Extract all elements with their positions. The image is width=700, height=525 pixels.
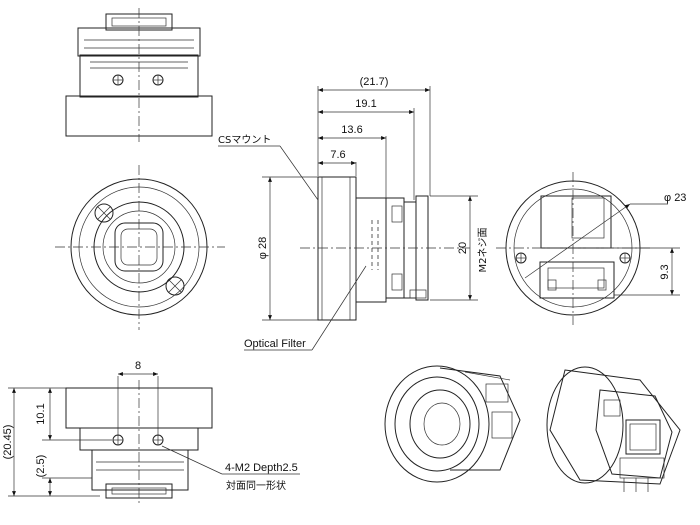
screw-icon bbox=[94, 203, 114, 223]
dim-20: 20 bbox=[457, 242, 469, 254]
bottom-view: 8 (20.45) 10.1 (2.5) 4-M2 Depth2.5 対面同一形… bbox=[2, 360, 300, 505]
screw-note: 4-M2 Depth2.5 bbox=[225, 462, 298, 474]
screw-icon bbox=[165, 276, 185, 296]
iso-front-lens bbox=[409, 389, 471, 459]
iso-rear-board bbox=[595, 389, 673, 479]
m2-screw-face-label: M2ネジ面 bbox=[477, 228, 489, 273]
dim-19-1: 19.1 bbox=[355, 98, 376, 110]
iso-front-ring bbox=[384, 365, 490, 483]
iso-rear-barrel bbox=[546, 366, 624, 484]
dim-10-1: 10.1 bbox=[35, 403, 47, 424]
rear-connector-board bbox=[539, 261, 615, 299]
iso-view-rear bbox=[546, 366, 681, 492]
cs-mount-label: CSマウント bbox=[218, 134, 271, 146]
dim-phi-23: φ 23 bbox=[664, 192, 686, 204]
rear-view: φ 23 9.3 bbox=[496, 172, 686, 325]
bottom-view-board bbox=[91, 449, 189, 491]
front-view bbox=[55, 165, 225, 330]
screw-note-sub: 対面同一形状 bbox=[226, 479, 286, 492]
dim-20-45: (20.45) bbox=[2, 425, 14, 460]
side-body bbox=[355, 197, 387, 303]
dim-phi-28: φ 28 bbox=[257, 237, 269, 259]
optical-filter-label: Optical Filter bbox=[244, 338, 306, 350]
dim-13-6: 13.6 bbox=[341, 124, 362, 136]
iso-view-front bbox=[384, 365, 521, 483]
dim-9-3: 9.3 bbox=[659, 264, 671, 279]
dim-21-7: (21.7) bbox=[360, 76, 389, 88]
rear-sensor-board bbox=[540, 195, 612, 249]
rear-connector bbox=[547, 267, 605, 289]
iso-rear-sensor bbox=[625, 419, 661, 455]
top-view bbox=[65, 8, 213, 142]
dim-8: 8 bbox=[135, 360, 141, 372]
top-view-body bbox=[79, 54, 199, 98]
side-view: (21.7) 19.1 13.6 7.6 φ 28 20 M2ネジ面 CSマウン… bbox=[218, 76, 489, 351]
dim-2-5: (2.5) bbox=[35, 455, 47, 478]
dim-7-6: 7.6 bbox=[330, 149, 345, 161]
